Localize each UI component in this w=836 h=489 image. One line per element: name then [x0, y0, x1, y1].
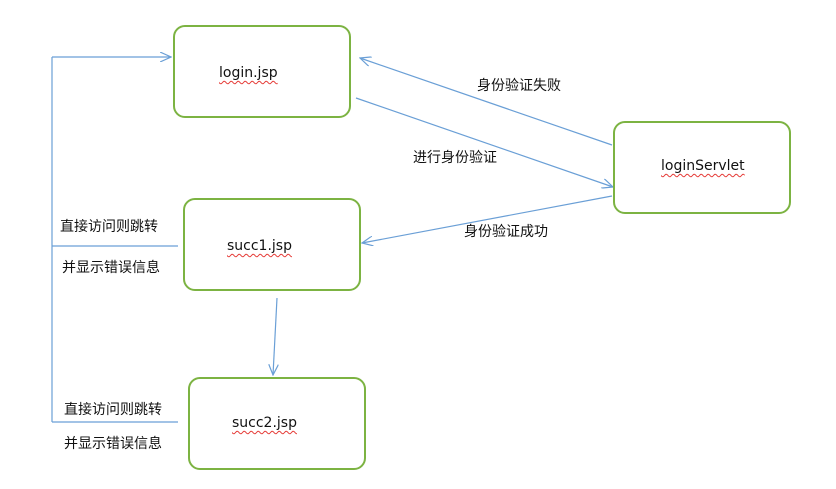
- note-succ1-line1: 直接访问则跳转: [60, 219, 158, 235]
- arrow-succ1-to-succ2: [273, 297, 277, 375]
- node-succ1: succ1.jsp: [183, 198, 361, 291]
- node-succ2-label: succ2.jsp: [232, 415, 297, 431]
- note-succ2-line2: 并显示错误信息: [64, 436, 162, 452]
- note-succ2-line1: 直接访问则跳转: [64, 402, 162, 418]
- node-servlet: loginServlet: [613, 121, 791, 214]
- node-succ1-label: succ1.jsp: [227, 238, 292, 254]
- node-login-label: login.jsp: [219, 65, 278, 81]
- node-succ2: succ2.jsp: [188, 377, 366, 470]
- edge-label-auth-success: 身份验证成功: [464, 224, 548, 240]
- arrow-do-auth: [355, 97, 613, 187]
- node-login: login.jsp: [173, 25, 351, 118]
- arrow-auth-success: [362, 195, 613, 243]
- edge-label-do-auth: 进行身份验证: [413, 150, 497, 166]
- edge-label-auth-fail: 身份验证失败: [477, 78, 561, 94]
- note-succ1-line2: 并显示错误信息: [62, 260, 160, 276]
- arrow-auth-fail: [360, 58, 613, 146]
- node-servlet-label: loginServlet: [661, 158, 745, 174]
